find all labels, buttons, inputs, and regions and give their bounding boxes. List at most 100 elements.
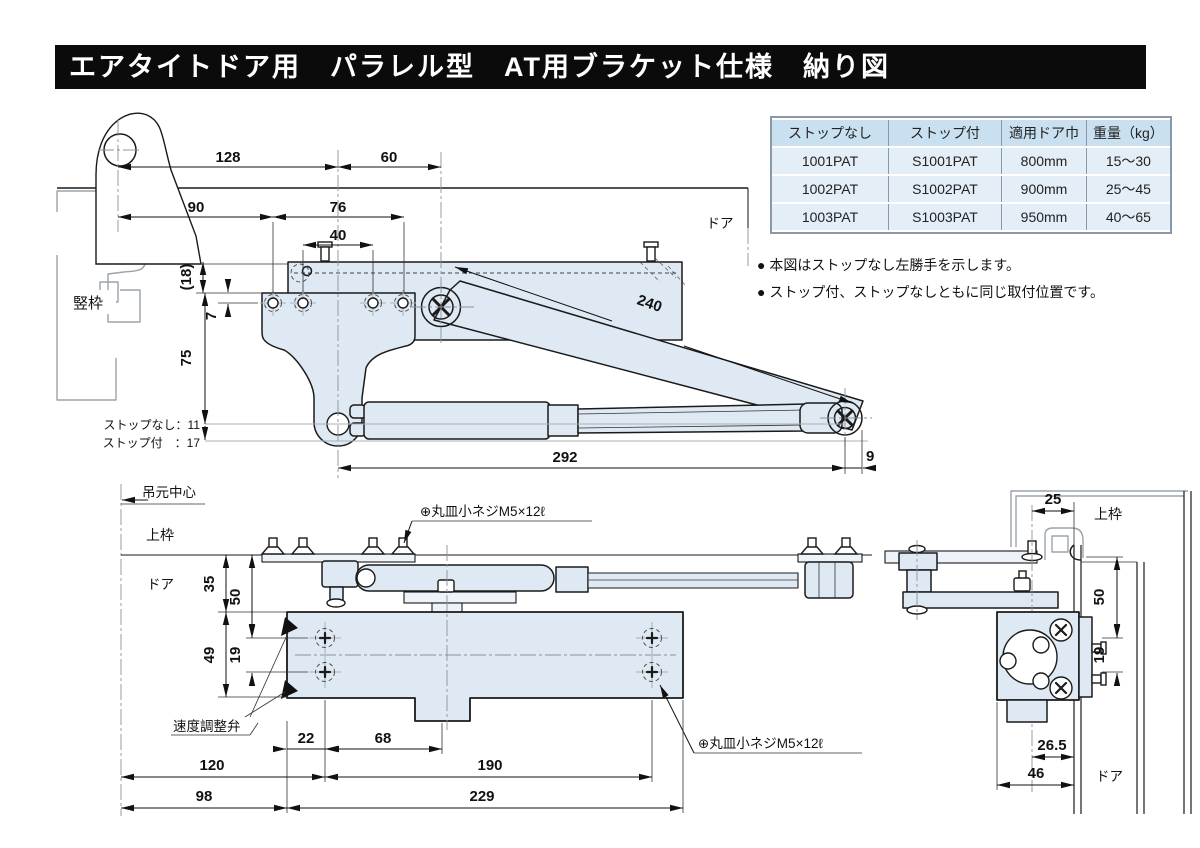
spec-table: ストップなし ストップ付 適用ドア巾 重量（kg） 1001PAT S1001P… (770, 116, 1172, 234)
plan-view: 128 60 90 76 40 (18) 7 75 240 292 9 ストップ… (56, 112, 876, 478)
page-title: エアタイトドア用 パラレル型 AT用ブラケット仕様 納り図 (55, 45, 1146, 89)
arm-bolt (1013, 577, 1031, 592)
dim-26-5: 26.5 (1037, 737, 1066, 754)
body-small-hole (1032, 636, 1050, 654)
top-frame-profile (1010, 490, 1188, 561)
speed-valve-leader (244, 691, 286, 718)
dim-46: 46 (1028, 765, 1045, 782)
label-door-right: ドア (1096, 769, 1123, 784)
dim-190: 190 (477, 757, 502, 774)
dim-50: 50 (227, 589, 244, 606)
arm-shoe (403, 591, 517, 604)
hinge-bracket (95, 112, 202, 265)
bracket-strip-right (797, 553, 863, 563)
dim-19-right: 19 (1091, 647, 1108, 664)
table-cell: S1002PAT (888, 176, 1001, 202)
pin-nut (326, 598, 346, 608)
table-header-row: ストップなし ストップ付 適用ドア巾 重量（kg） (772, 120, 1170, 146)
strip-bolt (361, 537, 385, 555)
table-cell: S1001PAT (888, 148, 1001, 174)
dim-98: 98 (196, 788, 213, 805)
elevation-view: 吊元中心 上枠 ドア (120, 484, 872, 816)
body-tab-side (1006, 699, 1048, 723)
speed-valve-arrow (281, 617, 298, 636)
dim-7: 7 (203, 312, 220, 320)
speed-valve-arrow (281, 680, 298, 699)
table-cell: 25～45 (1086, 176, 1170, 202)
speed-valve-leader (249, 632, 289, 718)
side-bolt (1091, 674, 1102, 684)
rod-collar (555, 566, 589, 593)
label-screw-top: ⊕丸皿小ネジM5×12ℓ (420, 504, 545, 519)
table-cell: 1002PAT (772, 176, 888, 202)
strip-bolt (261, 537, 285, 555)
plate-hole (301, 265, 313, 277)
screw-bottom-leader (659, 684, 695, 754)
knuckle-side-mid (906, 569, 932, 593)
label-top-frame-right: 上枠 (1094, 506, 1122, 522)
table-row: 1002PAT S1002PAT 900mm 25～45 (772, 176, 1170, 202)
table-header-stop-with: ストップ付 (888, 120, 1001, 146)
label-top-frame-left: 上枠 (146, 527, 174, 543)
dim-76: 76 (330, 199, 347, 216)
spring-cylinder (363, 401, 551, 440)
dim-120: 120 (199, 757, 224, 774)
rod-line (577, 424, 807, 429)
label-hinge-center: 吊元中心 (142, 485, 196, 500)
strip-bolt (834, 537, 858, 555)
phillips-cross (1054, 681, 1068, 695)
note-line: ● 本図はストップなし左勝手を示します。 (757, 257, 1020, 273)
dim-229: 229 (469, 788, 494, 805)
dim-90: 90 (188, 199, 205, 216)
speed-valve-tick (249, 722, 259, 736)
table-cell: 1003PAT (772, 204, 888, 230)
mount-plate-side (1078, 616, 1093, 698)
dim-292: 292 (552, 449, 577, 466)
notes: ● 本図はストップなし左勝手を示します。 ● ストップ付、ストップなしともに同じ… (757, 252, 1104, 306)
knuckle-side (898, 552, 938, 571)
table-cell: 1001PAT (772, 148, 888, 174)
plan-dimensions (118, 163, 876, 474)
body-small-hole (1032, 672, 1050, 690)
label-door-top: ドア (707, 216, 734, 231)
screw-top-leader (403, 520, 413, 544)
weatherstrip (1069, 544, 1082, 561)
table-cell: S1003PAT (888, 204, 1001, 230)
side-bolt-head (1100, 672, 1107, 686)
dim-49: 49 (201, 647, 218, 664)
label-bg (60, 290, 116, 314)
table-header-weight: 重量（kg） (1086, 120, 1170, 146)
dim-19: 19 (227, 647, 244, 664)
hatch-marks (639, 257, 687, 287)
label-tatewaku: 竪枠 (73, 295, 103, 312)
dim-18: (18) (178, 264, 195, 291)
table-header-door-width: 適用ドア巾 (1001, 120, 1086, 146)
label-screw-bottom: ⊕丸皿小ネジM5×12ℓ (698, 736, 823, 751)
rod-line (577, 409, 807, 415)
dim-68: 68 (375, 730, 392, 747)
dim-25: 25 (1045, 491, 1062, 508)
table-row: 1001PAT S1001PAT 800mm 15～30 (772, 148, 1170, 174)
label-stop-none: ストップなし：11 (104, 418, 201, 432)
label-speed-valve: 速度調整弁 (173, 719, 241, 734)
table-row: 1003PAT S1003PAT 950mm 40～65 (772, 204, 1170, 230)
phillips-cross (1054, 623, 1068, 637)
cylinder-collar (547, 404, 579, 437)
side-view: 25 上枠 50 19 26.5 46 ドア (884, 490, 1192, 814)
main-arm (433, 280, 864, 431)
table-cell: 950mm (1001, 204, 1086, 230)
arm-rod (577, 403, 807, 434)
plate-bolt (643, 241, 659, 262)
strip-bolt (391, 537, 415, 555)
side-dimensions (996, 502, 1123, 790)
rod-front (587, 572, 799, 589)
dim-128: 128 (215, 149, 240, 166)
dim-9: 9 (866, 448, 874, 465)
elbow-front (804, 561, 854, 599)
arm-front (355, 564, 555, 592)
table-cell: 40～65 (1086, 204, 1170, 230)
body-small-hole (999, 652, 1017, 670)
table-cell: 900mm (1001, 176, 1086, 202)
